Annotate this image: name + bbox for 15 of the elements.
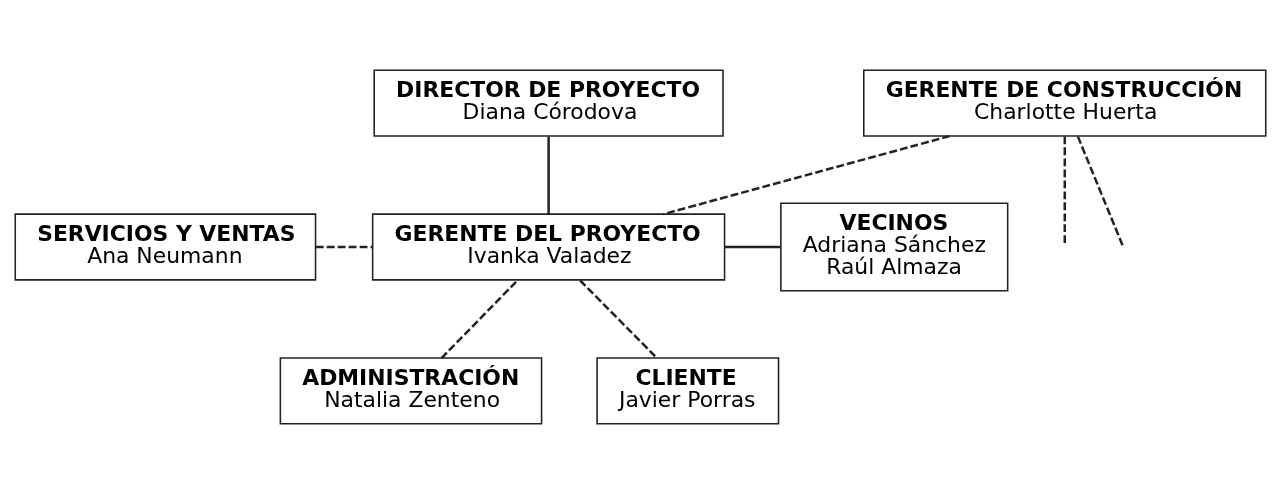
connector: [440, 279, 519, 359]
node-box: GERENTE DE CONSTRUCCIÓN Charlotte Huerta: [863, 69, 1267, 137]
node-box: CLIENTE Javier Porras: [596, 356, 780, 424]
connector: [663, 134, 950, 215]
node-box: GERENTE DEL PROYECTO Ivanka Valadez: [371, 212, 726, 281]
node-box: ADMINISTRACIÓN Natalia Zenteno: [279, 356, 543, 424]
node-box: VECINOS Adriana Sánchez Raúl Almaza: [780, 201, 1009, 292]
connector: [547, 136, 550, 214]
connector: [1063, 136, 1066, 245]
connector: [579, 279, 658, 359]
connector: [724, 245, 781, 248]
node-box: DIRECTOR DE PROYECTO Diana Córodova: [373, 69, 724, 137]
node-box: SERVICIOS Y VENTAS Ana Neumann: [14, 212, 317, 281]
connector: [315, 245, 373, 248]
connector: [1076, 135, 1124, 246]
